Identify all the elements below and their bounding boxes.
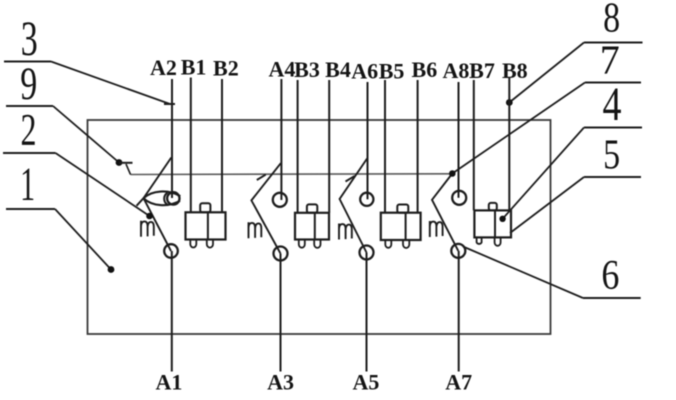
svg-text:A6: A6 <box>351 59 378 84</box>
svg-text:8: 8 <box>603 0 620 42</box>
svg-text:A2: A2 <box>150 55 177 80</box>
svg-text:B4: B4 <box>325 57 351 82</box>
svg-text:B3: B3 <box>294 57 320 82</box>
svg-text:B7: B7 <box>469 58 495 83</box>
svg-text:4: 4 <box>603 79 622 131</box>
svg-text:A3: A3 <box>267 370 294 395</box>
svg-text:9: 9 <box>20 58 37 110</box>
svg-text:A5: A5 <box>353 370 380 395</box>
svg-text:B1: B1 <box>181 55 207 80</box>
svg-text:B2: B2 <box>213 55 239 80</box>
svg-text:7: 7 <box>600 37 620 83</box>
svg-text:A1: A1 <box>156 370 183 395</box>
svg-text:A4: A4 <box>269 57 296 82</box>
svg-text:5: 5 <box>603 132 620 179</box>
svg-text:B8: B8 <box>502 58 528 83</box>
svg-text:A8: A8 <box>442 58 469 83</box>
svg-text:6: 6 <box>601 252 619 299</box>
svg-text:1: 1 <box>20 159 35 211</box>
svg-text:2: 2 <box>21 105 37 155</box>
svg-text:3: 3 <box>21 10 38 66</box>
svg-text:B5: B5 <box>379 59 405 84</box>
svg-text:A7: A7 <box>445 370 472 395</box>
svg-text:B6: B6 <box>412 57 438 82</box>
